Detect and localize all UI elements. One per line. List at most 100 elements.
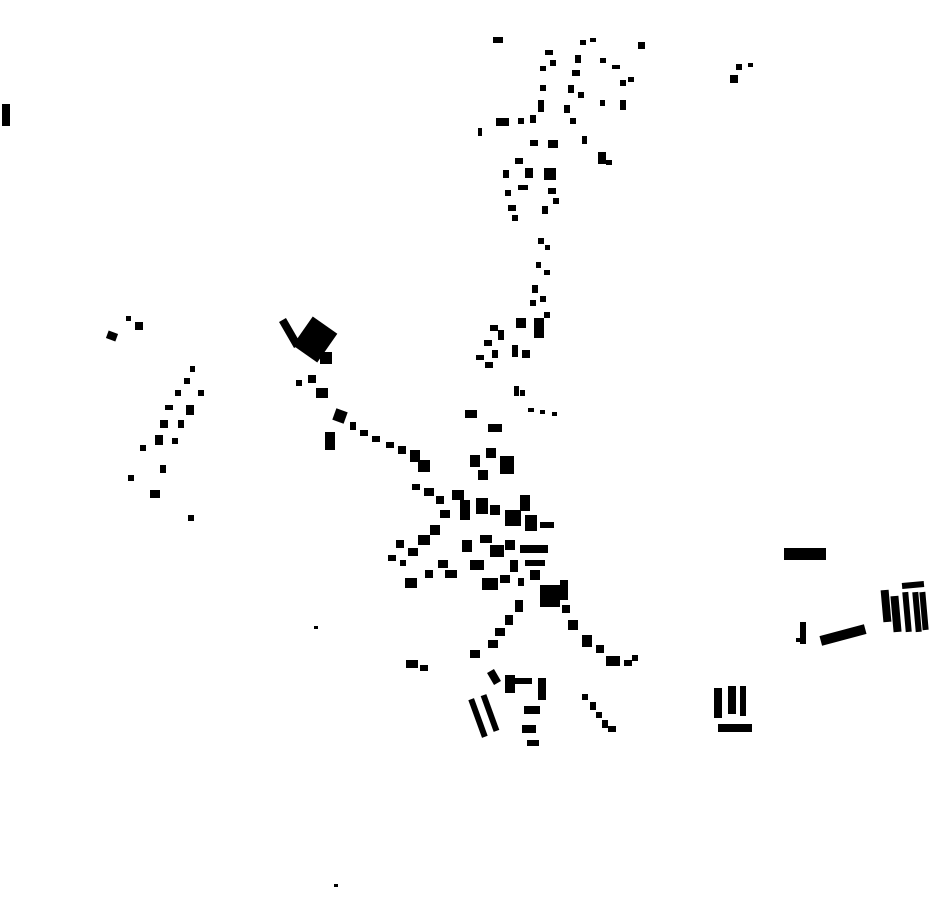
building [408,548,418,556]
building [800,622,806,644]
building [487,668,501,686]
building [600,100,605,106]
building [512,345,518,357]
building [520,495,530,511]
building [606,160,612,165]
building [590,38,596,42]
building [279,318,301,348]
building [544,270,550,275]
building [528,408,534,412]
building [530,570,540,580]
building [901,581,925,589]
building [575,55,581,63]
building [538,238,544,244]
building [545,245,550,250]
building [542,206,548,214]
building [460,500,470,520]
building [452,490,464,500]
building [186,405,194,415]
building [135,322,143,330]
building [620,80,626,86]
building [386,442,394,448]
building [718,724,752,732]
building [748,63,753,67]
building [580,40,586,45]
building [505,190,511,196]
building [548,140,558,148]
building [198,390,204,396]
building [440,510,450,518]
building [325,432,335,450]
building [490,545,504,557]
building [628,77,634,82]
building [372,436,380,442]
building [570,118,576,124]
building [160,420,168,428]
building [172,438,178,444]
building [498,330,504,340]
building [126,316,131,321]
building [518,185,528,190]
building [510,560,518,572]
building [465,410,477,418]
building [624,660,632,666]
building [350,422,356,430]
building [540,522,554,528]
building [425,570,433,578]
building [545,50,553,55]
building [572,70,580,76]
building [525,168,533,178]
building [530,300,536,306]
building [438,560,448,568]
building [515,158,523,164]
building [784,548,826,560]
building [412,484,420,490]
building [516,318,526,328]
building [819,624,867,646]
building [420,665,428,671]
building [296,380,302,386]
building [548,188,556,194]
building [536,262,541,268]
building [184,378,190,384]
building [534,318,544,338]
building [470,560,484,570]
building [540,410,545,414]
building [430,525,440,535]
building [495,628,505,636]
building [602,720,608,728]
building [912,591,922,633]
building [128,475,134,481]
building [525,560,545,566]
building [105,330,119,342]
building [532,285,538,293]
building [544,312,550,318]
building [488,424,502,432]
building [522,350,530,358]
building [476,498,488,514]
building [880,589,892,623]
building [596,645,604,653]
building [490,505,500,515]
building [505,615,513,625]
building [740,686,746,716]
building [552,412,557,416]
building [492,350,498,358]
building [503,170,509,178]
building [165,405,173,410]
building [582,635,592,647]
building [540,66,546,71]
building [470,650,480,658]
building [505,510,521,526]
building [596,712,602,718]
building [600,58,606,63]
building [418,535,430,545]
building [480,535,492,543]
building [150,490,160,498]
building [486,448,496,458]
building [500,575,510,583]
building [512,215,518,221]
building [500,456,514,474]
